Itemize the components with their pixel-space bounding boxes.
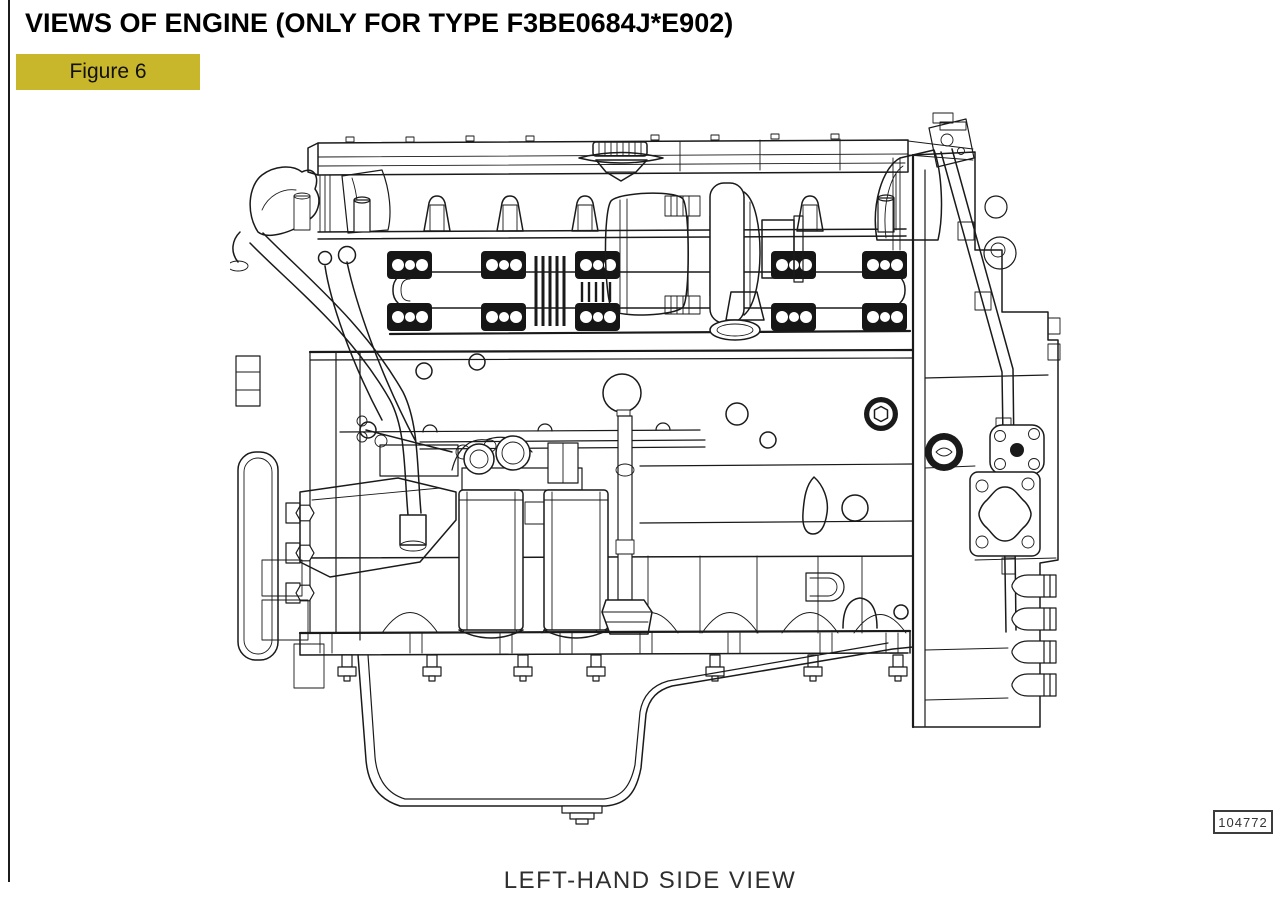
fuel-filters	[458, 435, 609, 639]
exhaust-manifold	[387, 251, 912, 336]
engine-figure	[230, 108, 1070, 828]
figure-caption: LEFT-HAND SIDE VIEW	[503, 867, 797, 894]
oil-pan	[298, 629, 914, 825]
front-end-accessories	[230, 166, 457, 689]
oil-filler-cap	[578, 141, 664, 182]
page-left-border	[8, 0, 10, 882]
turbocharger	[604, 182, 804, 341]
oil-dipstick	[601, 373, 653, 635]
engine-line-drawing	[230, 112, 1061, 825]
figure-label-badge: Figure 6	[16, 54, 200, 90]
figure-code-box: 104772	[1213, 810, 1273, 834]
engine-block	[299, 157, 915, 641]
head-standoffs	[317, 194, 907, 240]
valve-cover	[307, 133, 974, 234]
flywheel-housing	[911, 151, 1061, 729]
figure-code: 104772	[1218, 814, 1268, 830]
page-title: VIEWS OF ENGINE (ONLY FOR TYPE F3BE0684J…	[25, 8, 734, 38]
